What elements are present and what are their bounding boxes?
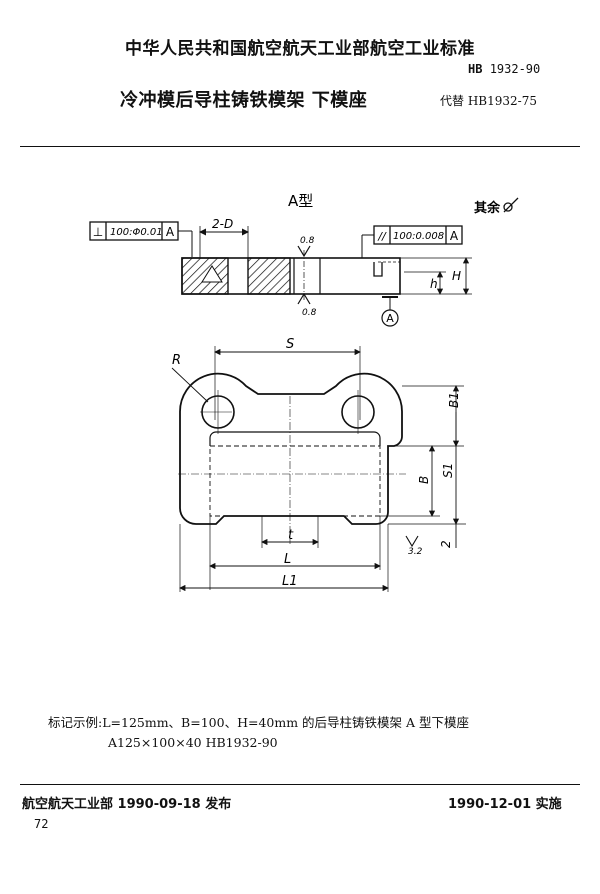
standard-title: 中华人民共和国航空航天工业部航空工业标准	[125, 39, 475, 59]
dim-S: S	[286, 337, 294, 352]
dim-H: H	[452, 269, 461, 283]
replaces-standard: 代替 HB1932-75	[440, 94, 537, 108]
page-number: 72	[34, 817, 49, 831]
roughness-bottom-value: 0.8	[302, 308, 317, 318]
standard-code-prefix: HB	[468, 62, 483, 76]
dim-t: t	[288, 528, 294, 543]
dim-B: B	[417, 476, 431, 484]
dim-S1: S1	[441, 463, 455, 478]
dim-h: h	[430, 277, 438, 291]
dim-L: L	[284, 552, 291, 567]
plan-view	[178, 372, 406, 548]
dim-2d: 2-D	[212, 217, 233, 231]
technical-drawing: A型 其余 ⊥ 100:Φ0.01 A 2-D // 100:0.008 A 0…	[89, 192, 519, 592]
roughness-side-value: 3.2	[408, 547, 423, 557]
marking-example: 标记示例:L=125mm、B=100、H=40mm 的后导柱铸铁模架 A 型下模…	[48, 715, 470, 730]
datum-a-label: A	[386, 312, 394, 325]
perpendicularity-symbol: ⊥	[93, 225, 103, 239]
perpendicularity-datum: A	[166, 225, 175, 239]
dim-R: R	[172, 353, 181, 368]
marking-example-code: A125×100×40 HB1932-90	[108, 735, 278, 750]
standard-code-number: 1932-90	[489, 62, 541, 76]
dim-2: 2	[439, 540, 453, 548]
roughness-top-value: 0.8	[300, 236, 315, 246]
perpendicularity-tolerance: 100:Φ0.01	[110, 227, 163, 238]
header-rule	[20, 146, 580, 147]
roughness-rest-icon	[503, 197, 519, 213]
parallelism-tolerance: 100:0.008	[393, 231, 444, 242]
datum-a-marker: A	[381, 296, 399, 327]
roughness-bottom-icon	[297, 292, 311, 305]
parallelism-datum: A	[450, 229, 459, 243]
dim-B1: B1	[447, 392, 461, 408]
perpendicularity-frame: ⊥ 100:Φ0.01 A	[89, 221, 179, 241]
effective-date: 1990-12-01 实施	[448, 797, 562, 812]
section-view	[181, 250, 401, 300]
type-label: A型	[288, 192, 313, 210]
parallelism-symbol: //	[377, 230, 387, 243]
roughness-side-icon	[405, 535, 419, 548]
standard-code: HB 1932-90	[468, 62, 540, 76]
dim-L1: L1	[282, 574, 298, 589]
parallelism-frame: // 100:0.008 A	[373, 225, 463, 245]
footer-rule	[20, 784, 580, 785]
roughness-rest-label: 其余	[474, 200, 501, 216]
issue-info: 航空航天工业部 1990-09-18 发布	[22, 797, 232, 812]
document-title: 冷冲模后导柱铸铁模架 下模座	[120, 90, 368, 111]
